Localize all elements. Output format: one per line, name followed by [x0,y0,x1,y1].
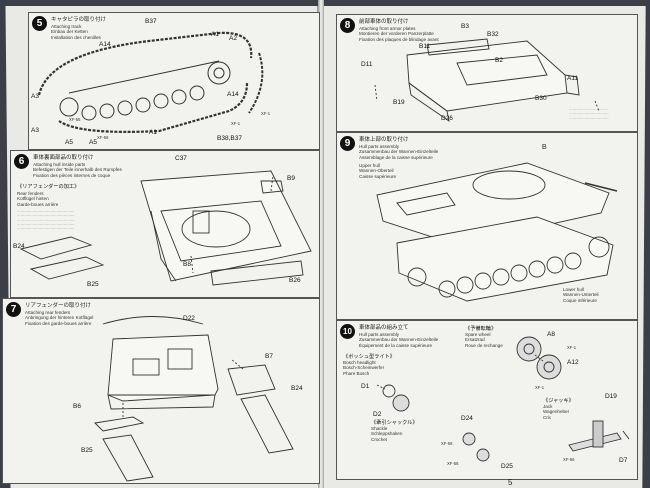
step-number: 5 [32,16,47,31]
paint-code: XF-56 [69,117,81,122]
hull-parts-drawing [376,336,630,462]
paint-code: XF-56 [97,135,109,140]
part-label: B9 [287,175,295,182]
step-title-en: Hull parts assembly Zusammenbau der Wann… [359,144,439,160]
step-title-jp: 車体上部の取り付け [359,137,409,143]
part-label: D25 [501,463,513,470]
part-label: B26 [289,277,301,284]
part-label: A12 [567,359,579,366]
subsection-title-en: Rear fenders Kotflügel hinten Garde-boue… [17,191,59,207]
part-label: A5 [65,139,73,146]
bosch-title-jp: 《ボッシュ型ライト》 [343,354,395,360]
part-label: B8 [183,261,191,268]
front-armor-drawing [374,38,600,122]
part-label: B38,B37 [217,135,242,142]
step-8-panel: 8 前部車体の取り付け Attaching front armor plates… [336,14,638,132]
spare-wheel-title-jp: 《予備転輪》 [465,326,497,332]
part-label: A8 [547,331,555,338]
part-label: B2 [495,57,503,64]
hull-assembly-drawing [376,162,618,302]
part-label: B3 [461,23,469,30]
step-7-panel: 7 リアフェンダーの取り付け Attaching rear fenders An… [2,298,320,484]
step-10-panel: 10 車体部品の組み立て Hull parts assembly Zusamme… [336,320,638,480]
part-label: D24 [461,415,473,422]
step-number: 7 [6,302,21,317]
upper-hull-label: Upper hull Wannen-Oberteil Caisse supéri… [359,163,397,179]
part-label: A5 [89,139,97,146]
part-label: Ｂ [541,144,548,151]
step-title-jp: 前部車体の取り付け [359,19,409,25]
part-label: D22 [183,315,195,322]
paint-code: XF-1 [535,385,545,390]
track-drawing [37,31,264,133]
part-label: D1 [361,383,370,390]
lower-hull-label: Lower hull Wannen-Unterteil Coque inféri… [563,287,599,303]
paint-code: XF-1 [231,121,241,126]
subsection-title-jp: 《リアフェンダーの加工》 [17,184,80,190]
part-label: B6 [73,403,81,410]
step-number: 8 [340,18,355,33]
part-label: D19 [605,393,617,400]
step-title-en: Attaching rear fenders Anbringung der hi… [25,310,94,326]
part-label: B24 [291,385,303,392]
paint-code: XF-56 [447,461,459,466]
jack-title-jp: 《ジャッキ》 [543,398,574,404]
part-label: A1 [149,129,157,136]
part-label: D2 [373,411,382,418]
part-label: C37 [175,155,187,162]
rear-fender-drawing [94,316,294,482]
part-label: D11 [361,61,373,68]
part-label: A14 [227,91,239,98]
part-label: D26 [441,115,453,122]
part-label: B25 [81,447,93,454]
paint-code: XF-56 [441,441,453,446]
part-label: A1 [211,31,219,38]
paint-code: XF-1 [261,111,271,116]
bosch-title-en: Bosch headlight Bosch-Scheinwerfer Phare… [343,360,385,376]
part-label: A3 [31,93,39,100]
part-label: A11 [567,75,579,82]
step-title-en: Attaching front armor plates Montieren d… [359,26,439,42]
part-label: D7 [619,457,628,464]
shackle-title-en: Shackle Schleppshaken Crochet [371,426,403,442]
part-label: A14 [99,41,111,48]
part-label: B7 [265,353,273,360]
step-title-jp: 車体裏面部品の取り付け [33,155,94,161]
step-title-en: Hull parts assembly Zusammenbau der Wann… [359,332,439,348]
shackle-title-jp: 《牽引シャックル》 [371,420,418,426]
part-label: B32 [487,31,499,38]
step-title-en: Attaching track Einbau der Ketten Instal… [51,24,101,40]
step-title-jp: キャタピラの取り付け [51,17,107,23]
jack-title-en: Jack Wagenheber Cric [543,404,570,420]
part-label: B19 [393,99,405,106]
step-9-panel: 9 車体上部の取り付け Hull parts assembly Zusammen… [336,132,638,320]
step-number: 6 [14,154,29,169]
part-label: A3 [31,127,39,134]
part-label: B24 [13,243,25,250]
part-label: A2 [229,35,237,42]
part-label: B30 [535,95,547,102]
part-label: B37 [145,18,157,25]
paint-code: XF-56 [563,457,575,462]
step-5-panel: 5 キャタピラの取り付け Attaching track Einbau der … [28,12,320,150]
spare-wheel-title-en: Spare wheel Ersatzrad Roue de rechange [465,332,503,348]
part-label: B25 [87,281,99,288]
hull-interior-drawing [19,170,312,286]
step-number: 9 [340,136,355,151]
step-title-jp: 車体部品の組み立て [359,325,409,331]
page-number: 5 [508,478,513,487]
step-6-panel: 6 車体裏面部品の取り付け Attaching hull inside part… [10,150,320,298]
step-number: 10 [340,324,355,339]
paint-code: XF-1 [567,345,577,350]
modification-notes: ………………………………………… ………………………………………… ………………… [17,209,75,231]
step-title-jp: リアフェンダーの取り付け [25,303,92,309]
part-label: B11 [419,43,431,50]
booklet-spine [318,0,324,488]
assembly-notes: …………………………… …………………………… …………………………… [569,107,609,120]
step-title-en: Attaching hull inside parts Befestigen d… [33,162,122,178]
